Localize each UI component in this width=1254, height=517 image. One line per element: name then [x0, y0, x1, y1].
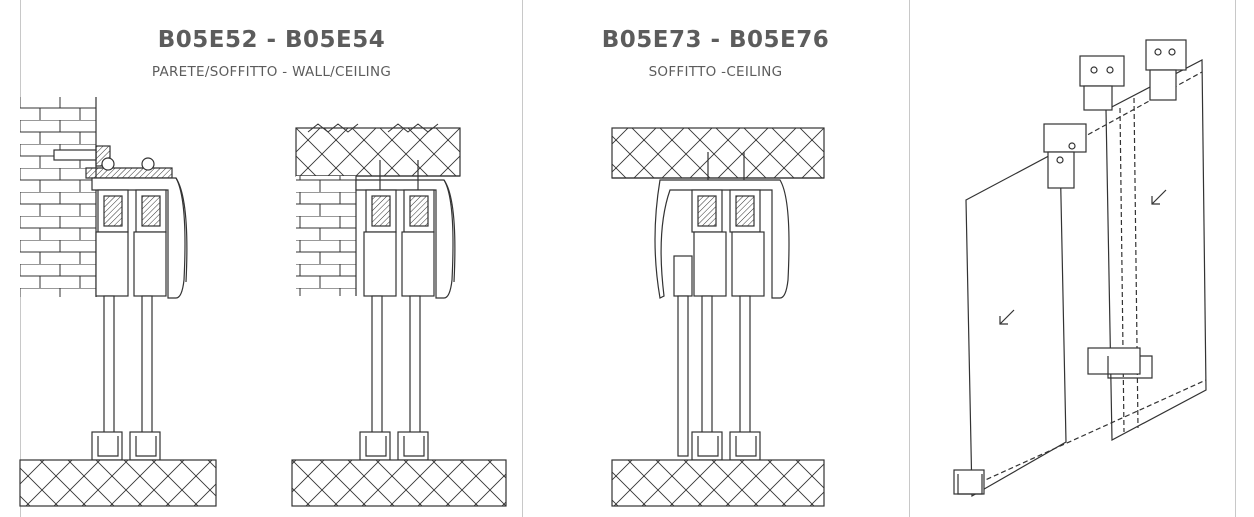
panel-title: B05E73 - B05E76 [601, 27, 830, 53]
drawing-ceiling-wall [291, 123, 507, 507]
drawing-wall-mount [19, 97, 217, 507]
arrow-icon [1151, 189, 1167, 205]
panel-ceiling: B05E73 - B05E76 SOFFITTO -CEILING [522, 0, 910, 517]
panel-subtitle: PARETE/SOFFITTO - WALL/CEILING [151, 64, 392, 80]
panel-wall-ceiling: B05E52 - B05E54 PARETE/SOFFITTO - WALL/C… [20, 0, 523, 517]
panel-title: B05E52 - B05E54 [157, 27, 386, 53]
panel-perspective [910, 0, 1236, 517]
drawing-ceiling [611, 127, 825, 507]
drawing-perspective [953, 39, 1207, 498]
panel-subtitle: SOFFITTO -CEILING [648, 64, 783, 80]
arrow-icon [999, 309, 1015, 325]
